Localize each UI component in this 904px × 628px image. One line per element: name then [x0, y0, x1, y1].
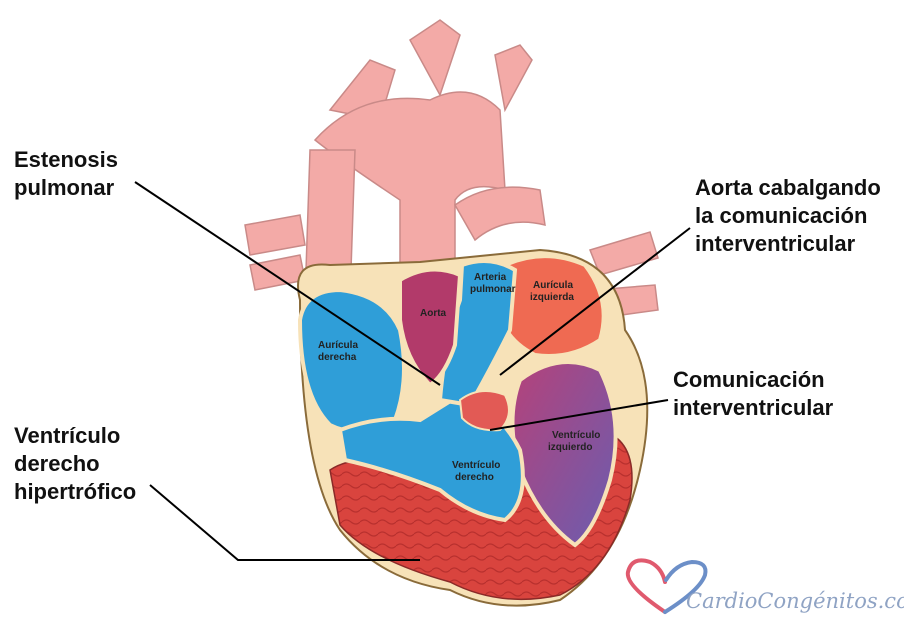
callout-line: hipertrófico [14, 478, 136, 506]
label-auricula-derecha: Aurícula derecha [318, 340, 361, 363]
callout-estenosis-pulmonar: Estenosis pulmonar [14, 146, 118, 202]
callout-aorta-cabalgando: Aorta cabalgando la comunicación interve… [695, 174, 881, 258]
callout-line: Aorta cabalgando [695, 174, 881, 202]
callout-line: derecho [14, 450, 136, 478]
label-arteria-pulmonar: Arteria pulmonar [470, 272, 516, 295]
callout-line: Comunicación [673, 366, 833, 394]
callout-line: Ventrículo [14, 422, 136, 450]
callout-line: la comunicación [695, 202, 881, 230]
label-aorta: Aorta [420, 308, 447, 319]
label-auricula-izquierda: Aurícula izquierda [530, 280, 576, 303]
watermark-text: CardioCongénitos.com.ar [686, 589, 904, 613]
callout-ventriculo-derecho: Ventrículo derecho hipertrófico [14, 422, 136, 506]
callout-line: pulmonar [14, 174, 118, 202]
callout-line: interventricular [695, 230, 881, 258]
callout-comunicacion-interventricular: Comunicación interventricular [673, 366, 833, 422]
callout-line: interventricular [673, 394, 833, 422]
callout-line: Estenosis [14, 146, 118, 174]
